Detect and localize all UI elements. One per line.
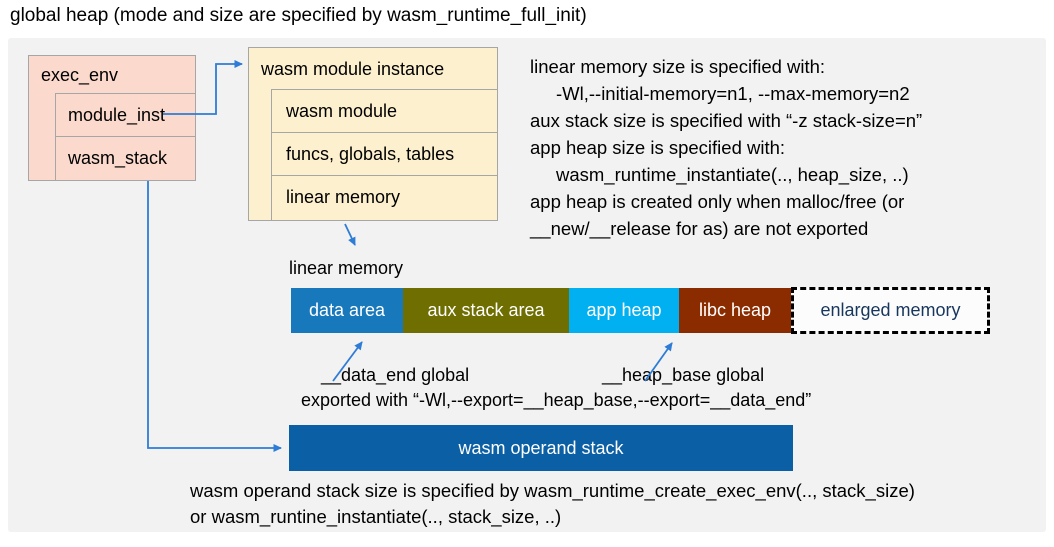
page-title: global heap (mode and size are specified… [10, 5, 587, 26]
exec-env-box: exec_env module_inst wasm_stack [28, 55, 196, 181]
memory-segment-libc-heap: libc heap [679, 288, 791, 333]
annotation-data-end-global: __data_end global [321, 365, 470, 385]
annotation-exported-with: exported with “-Wl,--export=__heap_base,… [301, 390, 812, 410]
memory-segment-enlarged-memory: enlarged memory [791, 287, 990, 334]
memory-segment-aux-stack-area: aux stack area [403, 288, 569, 333]
exec-env-title: exec_env [41, 65, 119, 85]
module-instance-title: wasm module instance [261, 59, 445, 79]
note-line: app heap size is specified with: [530, 137, 786, 158]
wasm-operand-stack-bar: wasm operand stack [289, 425, 793, 471]
exec-env-row-module-inst: module_inst [55, 93, 196, 137]
exec-env-row-wasm-stack: wasm_stack [55, 136, 196, 181]
memory-segment-data-area: data area [291, 288, 403, 333]
linear-memory-label: linear memory [289, 258, 404, 278]
module-instance-row-linear-memory: linear memory [271, 175, 498, 221]
notes-right: linear memory size is specified with: -W… [530, 53, 922, 242]
note-line: linear memory size is specified with: [530, 56, 826, 77]
module-instance-box: wasm module instance wasm module funcs, … [248, 47, 498, 221]
note-line: -Wl,--initial-memory=n1, --max-memory=n2 [556, 83, 910, 104]
note-line: app heap is created only when malloc/fre… [530, 191, 905, 212]
annotation-heap-base-global: __heap_base global [602, 365, 765, 385]
footer-line: wasm operand stack size is specified by … [190, 480, 915, 501]
module-instance-row-wasm-module: wasm module [271, 89, 498, 133]
note-line: __new/__release for as) are not exported [530, 218, 869, 239]
footer-line: or wasm_runtine_instantiate(.., stack_si… [190, 506, 562, 527]
note-line: wasm_runtime_instantiate(.., heap_size, … [556, 164, 909, 185]
memory-segment-app-heap: app heap [569, 288, 679, 333]
module-instance-row-funcs-globals-tables: funcs, globals, tables [271, 132, 498, 176]
note-line: aux stack size is specified with “-z sta… [530, 110, 923, 131]
footer-note: wasm operand stack size is specified by … [190, 478, 915, 530]
